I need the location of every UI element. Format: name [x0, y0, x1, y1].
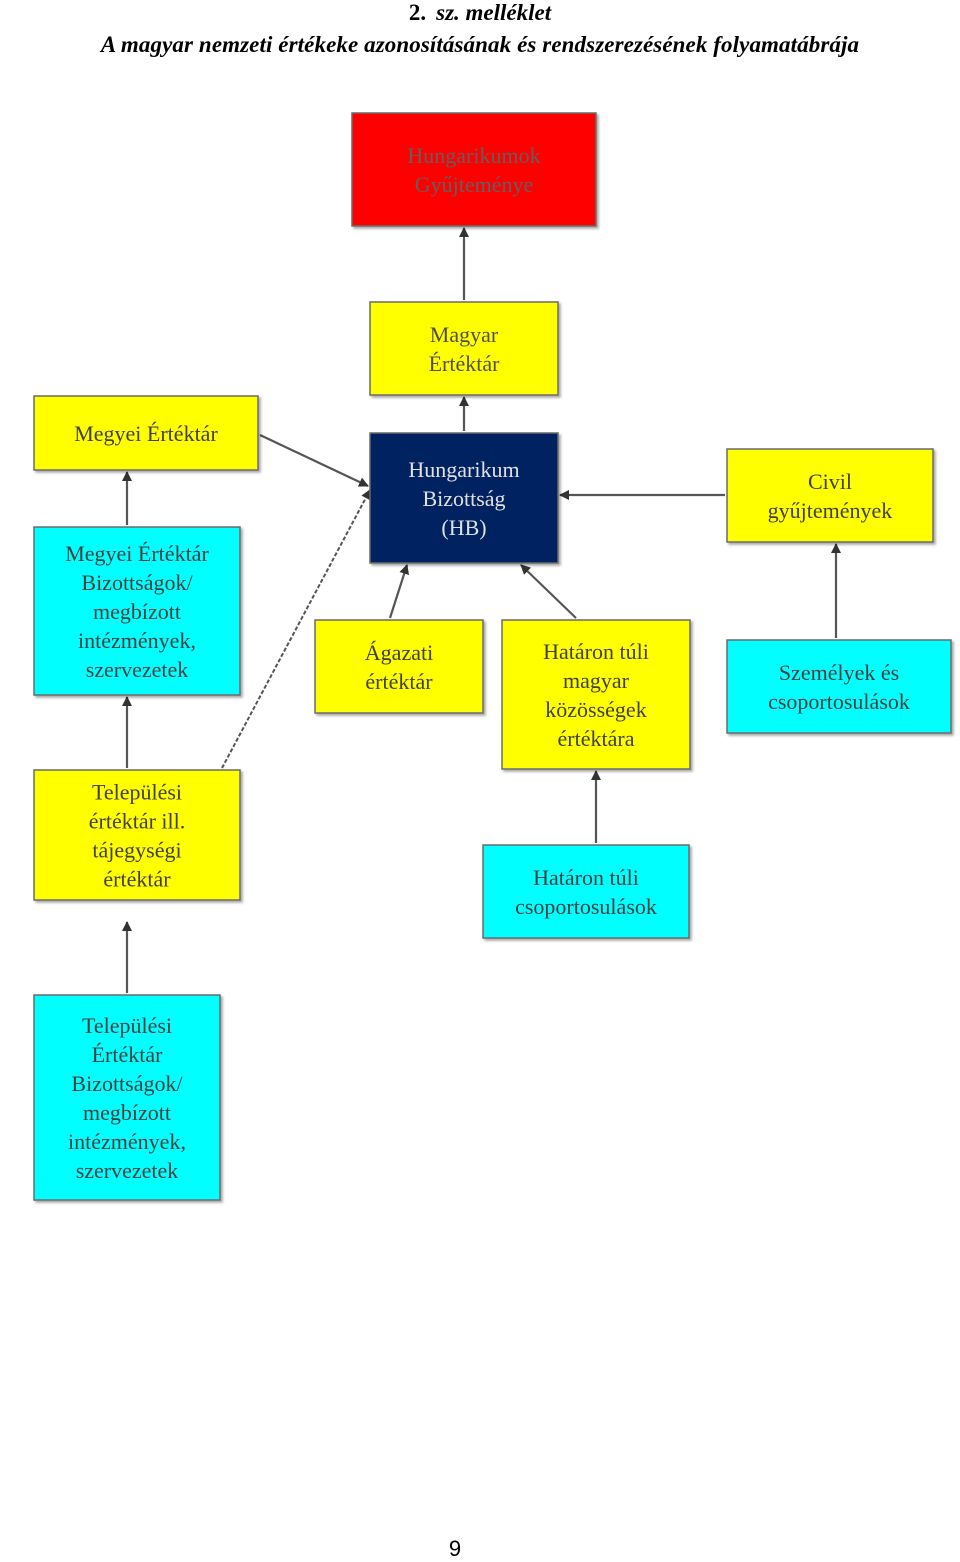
node-label-line: értéktár	[103, 867, 171, 892]
node-label-civil-gyujtemenyek: Civil gyűjtemények	[768, 469, 893, 523]
node-box-magyar-ertektar	[369, 301, 559, 396]
node-label-line: értéktára	[558, 726, 635, 751]
arrow-hataron-tuli-ertektar-to-hungarikum-bizottsag	[520, 564, 577, 619]
node-box-telepulesi-ertektar-bizottsagok	[33, 994, 221, 1201]
node-label-line: Határon túli	[533, 865, 639, 890]
annex-label: sz. melléklet	[436, 0, 552, 25]
node-label-line: szervezetek	[76, 1158, 179, 1183]
node-hataron-tuli-csoportosulasok: Határon túli csoportosulások	[482, 844, 690, 939]
diagram-title: A magyar nemzeti értékeke azonosításának…	[100, 32, 860, 57]
node-label-line: megbízott	[83, 1100, 171, 1125]
node-box-hungarikum-bizottsag	[369, 432, 559, 564]
node-label-line: Civil	[808, 469, 852, 494]
node-label-line: Megyei Értéktár	[74, 421, 218, 446]
node-label-line: Bizottságok/	[71, 1071, 183, 1096]
node-label-szemelyek-csoportosulasok: Személyek és csoportosulások	[768, 660, 910, 714]
node-label-line: Megyei Értéktár	[65, 541, 209, 566]
arrow-megyei-ertektar-to-hungarikum-bizottsag	[259, 434, 369, 487]
node-label-line: csoportosulások	[515, 894, 657, 919]
node-label-line: Ágazati	[365, 640, 433, 665]
node-box-megyei-ertektar	[33, 395, 259, 471]
node-label-line: Hungarikum	[408, 457, 519, 482]
node-label-line: tájegységi	[92, 838, 181, 863]
node-label-line: Értéktár	[429, 351, 501, 376]
node-label-line: Gyűjteménye	[415, 172, 534, 197]
node-label-line: Települési	[92, 780, 182, 805]
node-label-line: Bizottság	[422, 486, 505, 511]
node-label-line: magyar	[563, 668, 630, 693]
node-szemelyek-csoportosulasok: Személyek és csoportosulások	[726, 639, 952, 734]
node-telepulesi-ertektar: Települési értéktár ill. tájegységi értéktá…	[33, 769, 241, 901]
node-label-line: intézmények,	[68, 1129, 186, 1154]
node-label-line: értéktár	[365, 669, 433, 694]
node-label-telepulesi-ertektar: Települési értéktár ill. tájegységi értéktá…	[89, 780, 186, 892]
node-label-line: (HB)	[441, 515, 486, 540]
node-box-agazati-ertektar	[314, 619, 484, 714]
node-label-line: értéktár ill.	[89, 809, 186, 834]
node-box-civil-gyujtemenyek	[726, 448, 934, 543]
node-megyei-ertektar: Megyei Értéktár	[33, 395, 259, 471]
node-label-line: csoportosulások	[768, 689, 910, 714]
node-label-line: Magyar	[430, 322, 499, 347]
arrow-telepulesi-ertektar-to-hungarikum-bizottsag	[221, 489, 371, 769]
node-agazati-ertektar: Ágazati értéktár	[314, 619, 484, 714]
node-label-line: Személyek és	[779, 660, 899, 685]
node-label-line: intézmények,	[78, 628, 196, 653]
node-label-line: Hungarikumok	[407, 143, 540, 168]
annex-title: 2. sz. melléklet	[0, 0, 960, 26]
node-box-hataron-tuli-csoportosulasok	[482, 844, 690, 939]
node-label-line: Értéktár	[92, 1042, 164, 1067]
node-civil-gyujtemenyek: Civil gyűjtemények	[726, 448, 934, 543]
node-label-line: gyűjtemények	[768, 498, 893, 523]
node-label-agazati-ertektar: Ágazati értéktár	[365, 640, 433, 694]
arrow-agazati-ertektar-to-hungarikum-bizottsag	[388, 564, 410, 619]
node-label-line: szervezetek	[86, 657, 189, 682]
annex-number: 2.	[408, 0, 427, 25]
node-box-telepulesi-ertektar	[33, 769, 241, 901]
connector-layer	[122, 227, 841, 993]
node-box-hungarikumok-gyujtemenye	[351, 112, 597, 227]
node-hataron-tuli-ertektar: Határon túli magyar közösségek értéktára	[501, 619, 691, 770]
node-box-szemelyek-csoportosulasok	[726, 639, 952, 734]
node-label-hataron-tuli-csoportosulasok: Határon túli csoportosulások	[515, 865, 657, 919]
node-box-megyei-ertektar-bizottsagok	[33, 526, 241, 696]
node-box-hataron-tuli-ertektar	[501, 619, 691, 770]
node-label-line: Települési	[82, 1013, 172, 1038]
node-label-megyei-ertektar: Megyei Értéktár	[74, 421, 218, 446]
page-number: 9	[448, 1536, 462, 1561]
node-label-line: megbízott	[93, 599, 181, 624]
node-label-line: Határon túli	[543, 639, 649, 664]
node-label-hataron-tuli-ertektar: Határon túli magyar közösségek értéktára	[543, 639, 649, 751]
node-label-line: közösségek	[545, 697, 646, 722]
node-label-line: Bizottságok/	[81, 570, 193, 595]
